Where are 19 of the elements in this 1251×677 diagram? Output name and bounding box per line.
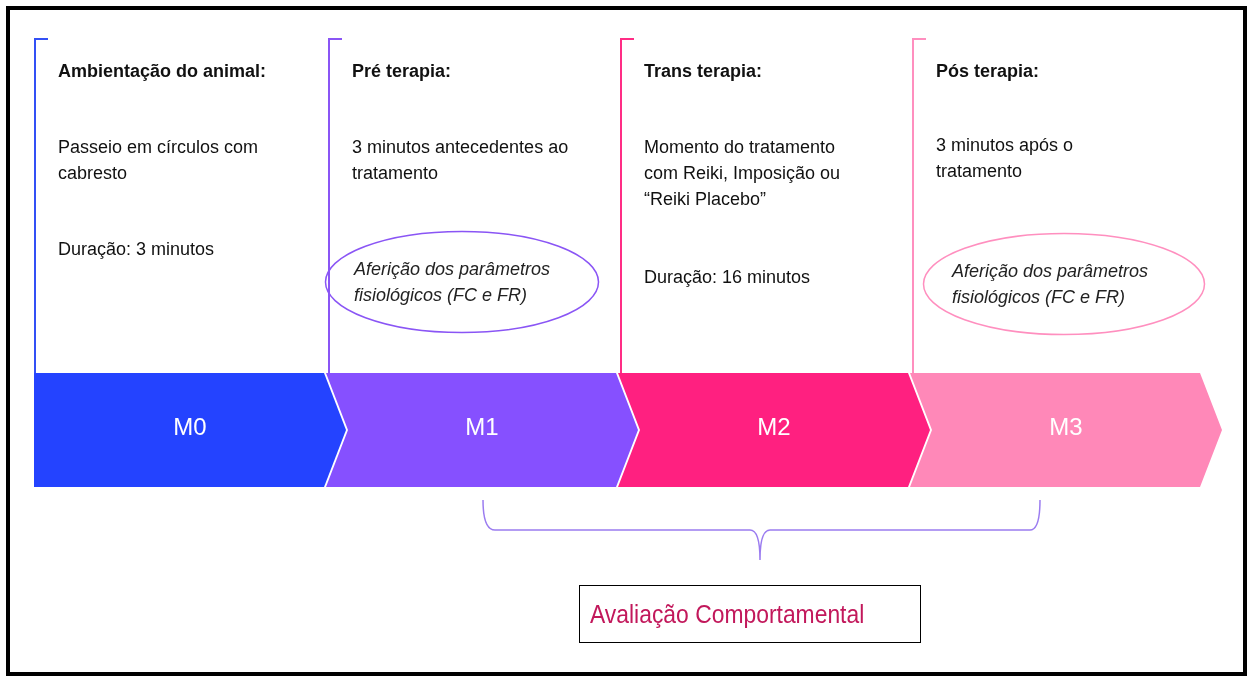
phase-heading: Trans terapia:: [644, 60, 764, 83]
label-box: Avaliação Comportamental: [579, 585, 921, 643]
moment-label: M0: [172, 413, 208, 441]
measurement-ellipse: [324, 230, 600, 334]
measurement-note: Aferição dos parâmetros fisiológicos (FC e FR): [952, 260, 1150, 309]
phase-heading: Ambientação do animal:: [58, 60, 268, 83]
moment-label: M3: [1048, 413, 1084, 441]
moment-label: M1: [464, 413, 500, 441]
measurement-note: Aferição dos parâmetros fisiológicos (FC e FR): [354, 258, 552, 307]
phase-description: Momento do tratamento com Reiki, Imposição ou “Reiki Placebo”: [644, 136, 842, 211]
phase-heading: Pré terapia:: [352, 60, 453, 83]
phase-description: Passeio em círculos com cabresto: [58, 136, 260, 185]
phase-heading: Pós terapia:: [936, 60, 1041, 83]
moment-label: M2: [756, 413, 792, 441]
phase-description: Duração: 16 minutos: [644, 266, 812, 289]
phase-description: Duração: 3 minutos: [58, 238, 216, 261]
phase-description: 3 minutos após o tratamento: [936, 134, 1075, 183]
measurement-ellipse: [922, 232, 1206, 336]
phase-description: 3 minutos antecedentes ao tratamento: [352, 136, 570, 185]
